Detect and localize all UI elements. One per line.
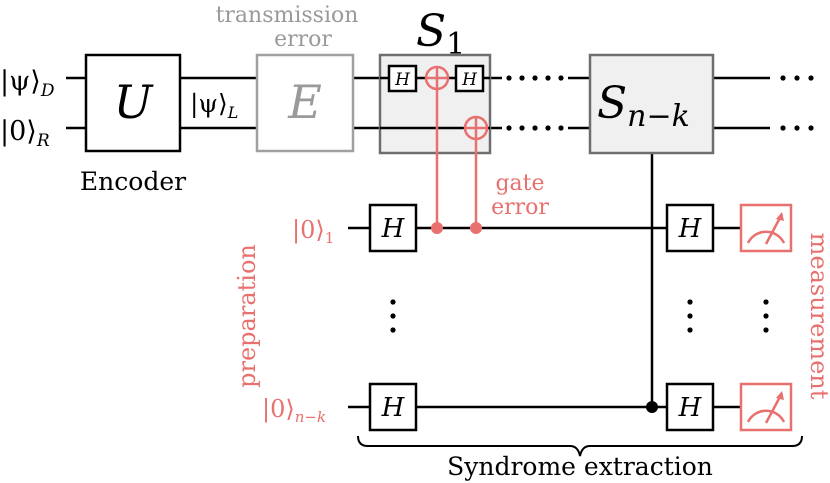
- gate-error-label: gate: [495, 171, 544, 196]
- s1-h-gate-right: [454, 64, 485, 93]
- prep-h-gate-nk: [368, 382, 418, 432]
- dot: [558, 125, 564, 131]
- wire-dots: [390, 75, 814, 333]
- data-input-label: |ψ⟩D: [0, 66, 55, 101]
- dot: [519, 125, 525, 131]
- ancilla1-label: |0⟩1: [292, 216, 334, 247]
- prep-h-gate-nk-label: H: [381, 393, 406, 423]
- meas-h-gate-1-label: H: [678, 214, 703, 244]
- dot: [763, 313, 769, 319]
- syndrome-extraction-label: Syndrome extraction: [447, 452, 713, 481]
- encoder-symbol: U: [114, 75, 155, 129]
- dot: [687, 299, 693, 305]
- ancillank-label: |0⟩n−k: [262, 395, 326, 426]
- prep-h-gate-1: [368, 203, 418, 253]
- dot: [808, 125, 814, 131]
- error-box: [255, 53, 355, 153]
- meter-icon: [739, 203, 793, 253]
- dot: [532, 75, 538, 81]
- error-symbol: E: [287, 75, 322, 129]
- dot: [558, 75, 564, 81]
- meas-h-gate-1: [665, 203, 715, 253]
- dot: [794, 75, 800, 81]
- cnot-control-2: [470, 222, 482, 234]
- dot: [780, 125, 786, 131]
- snk-control-dot: [646, 401, 658, 413]
- measurement-label: measurement: [805, 233, 830, 400]
- meter-icon: [739, 382, 793, 432]
- dot: [763, 299, 769, 305]
- dot: [390, 299, 396, 305]
- snk-symbol: Sn−k: [597, 78, 690, 134]
- syndrome-brace: [357, 435, 803, 457]
- dot: [519, 75, 525, 81]
- dot: [687, 327, 693, 333]
- meas-h-gate-nk-label: H: [678, 393, 703, 423]
- logical-state-label: |ψ⟩L: [190, 89, 238, 122]
- dot: [780, 75, 786, 81]
- s1-h-gate-left-label: H: [394, 70, 411, 90]
- dot: [532, 125, 538, 131]
- transmission-error-label-2: error: [274, 27, 332, 52]
- dot: [545, 125, 551, 131]
- prep-h-gate-1-label: H: [381, 214, 406, 244]
- cnot-control-1: [431, 222, 443, 234]
- preparation-label: preparation: [233, 244, 261, 388]
- gate-error-label-2: error: [491, 195, 549, 220]
- dot: [390, 313, 396, 319]
- s1-title: S1: [416, 6, 465, 62]
- dot: [506, 125, 512, 131]
- dot: [794, 125, 800, 131]
- encoder-box: [84, 53, 182, 153]
- dot: [763, 327, 769, 333]
- snk-box: [588, 53, 715, 155]
- dot: [687, 313, 693, 319]
- encoder-label: Encoder: [80, 167, 186, 196]
- dot: [390, 327, 396, 333]
- ref-input-label: |0⟩R: [0, 116, 50, 151]
- dot: [506, 75, 512, 81]
- dot: [808, 75, 814, 81]
- s1-h-gate-left: [387, 64, 418, 93]
- meas-h-gate-nk: [665, 382, 715, 432]
- dot: [545, 75, 551, 81]
- transmission-error-label: transmission: [216, 3, 359, 28]
- s1-h-gate-right-label: H: [461, 70, 478, 90]
